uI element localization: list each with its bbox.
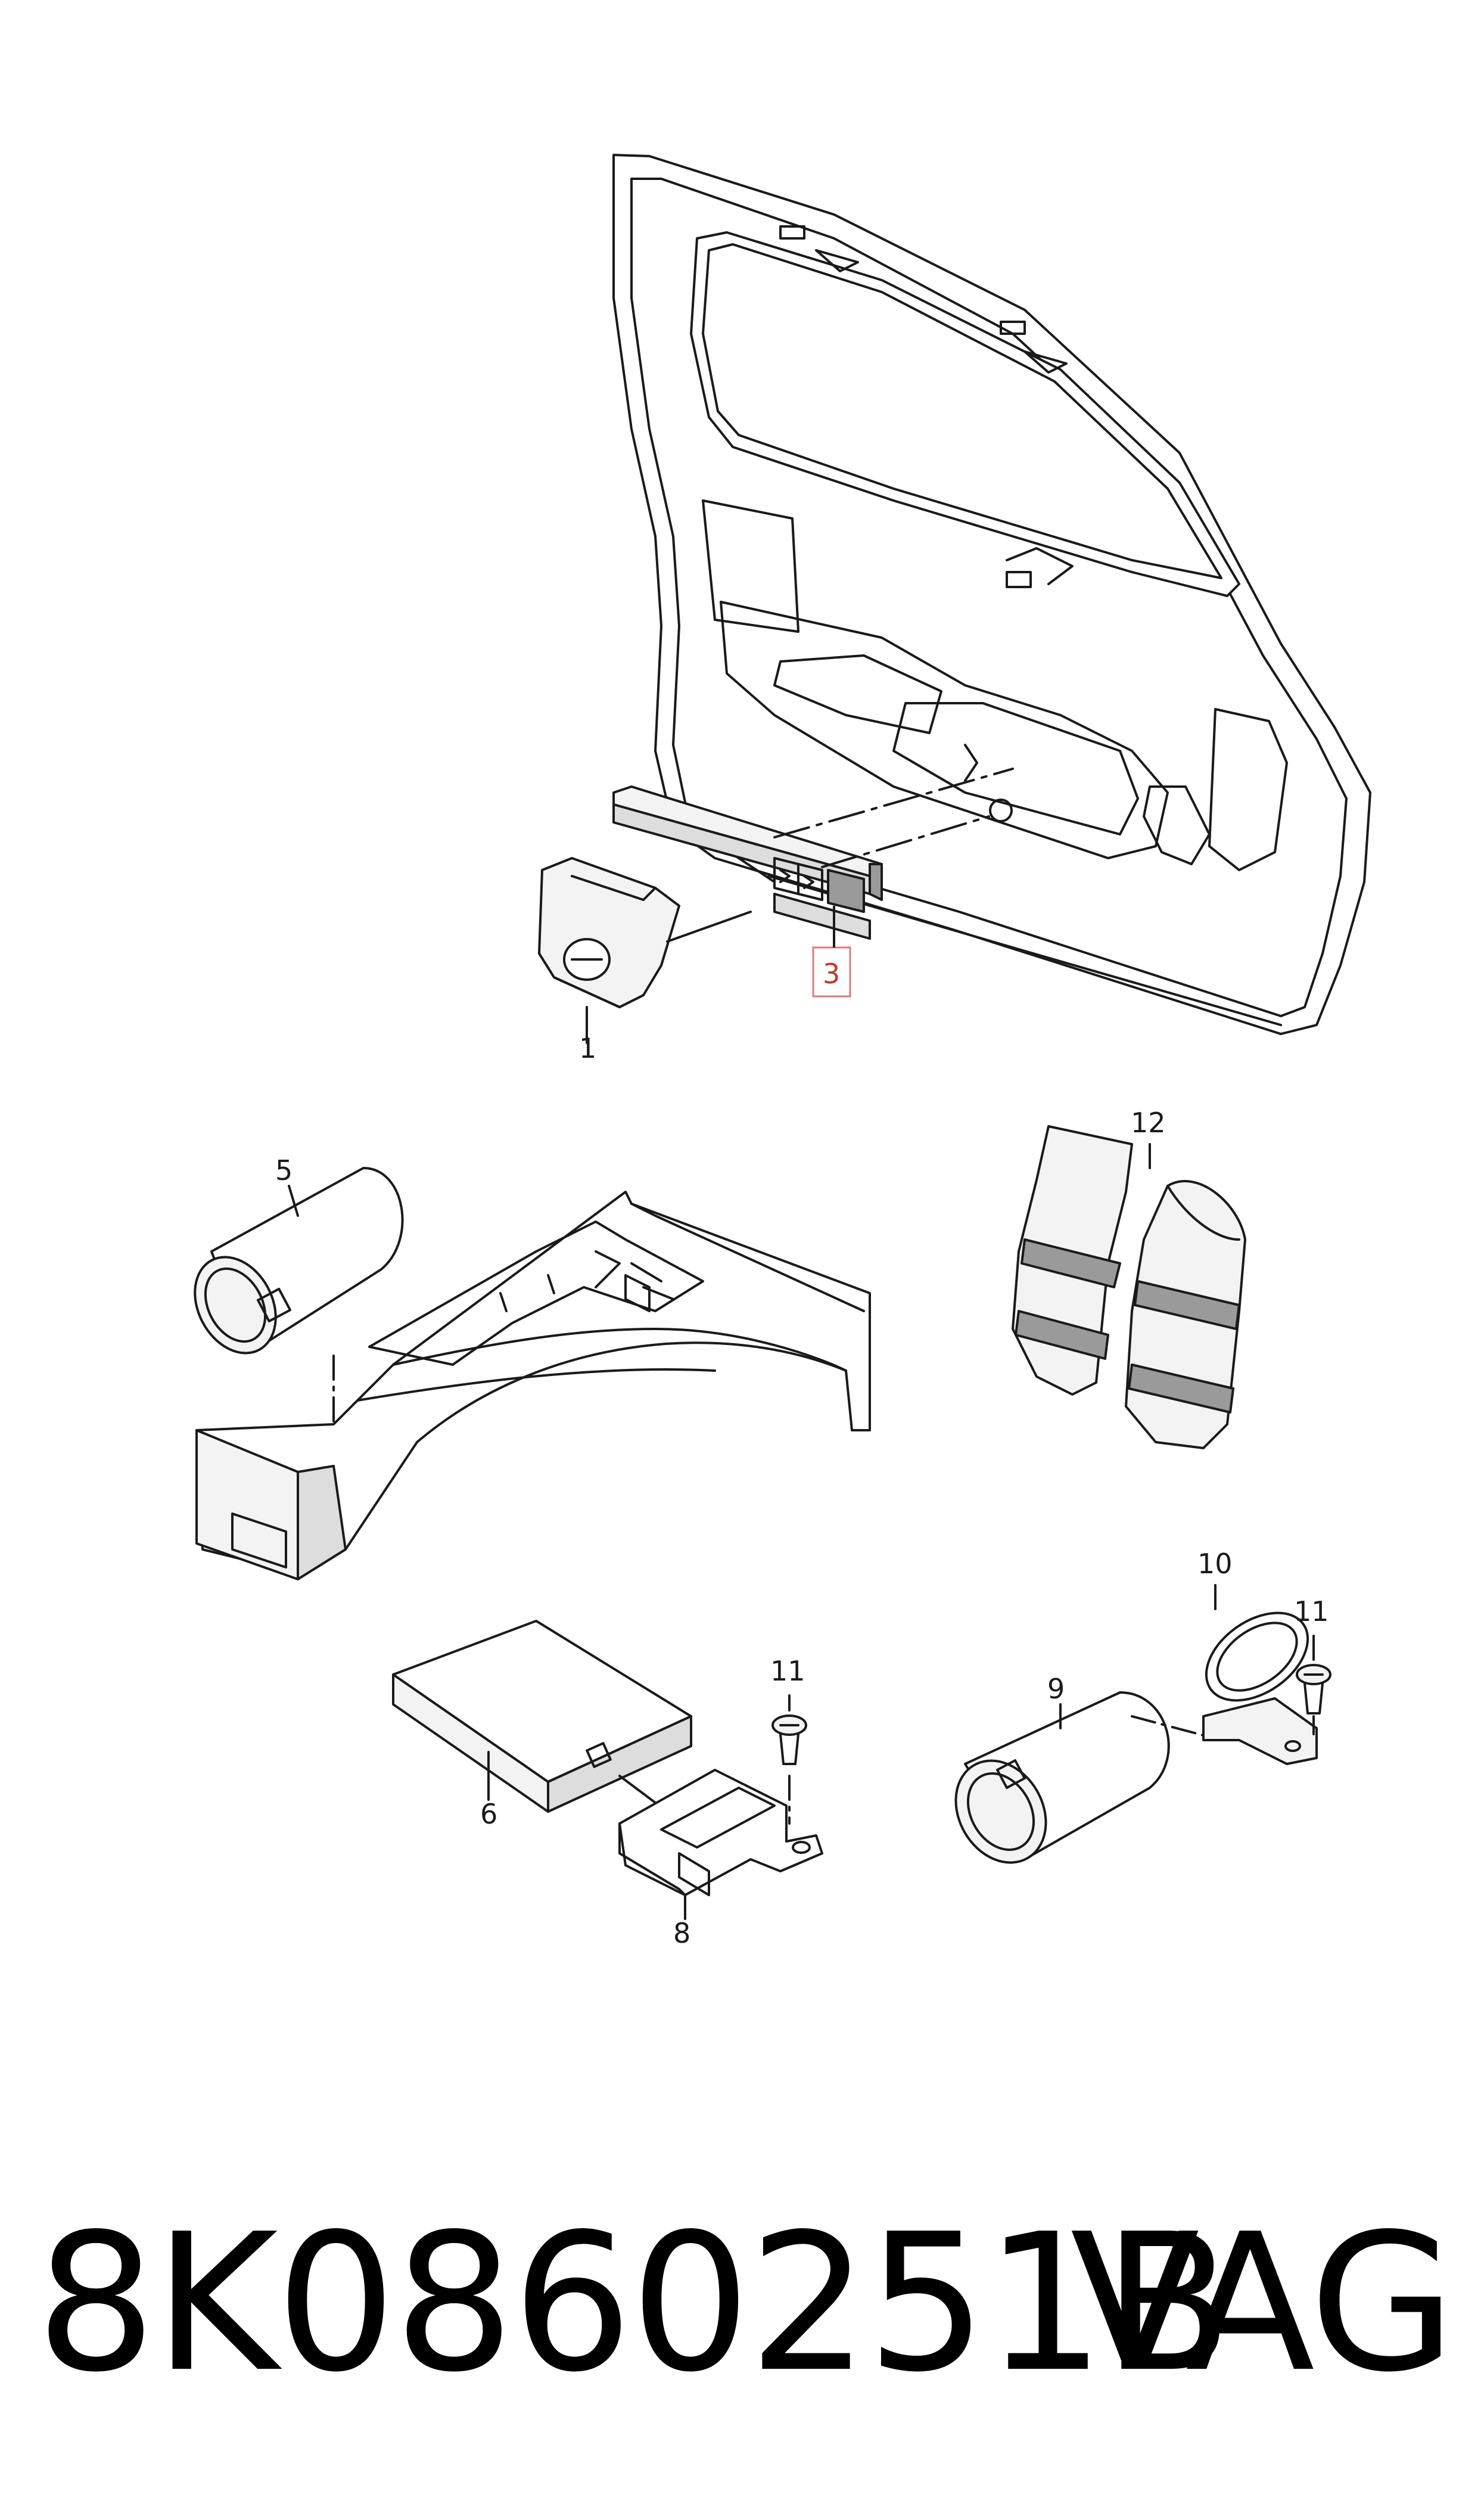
label-part-5[interactable]: 5 <box>275 1154 293 1186</box>
part-5-cylinder <box>194 1167 404 1355</box>
spare-well-insert <box>195 1191 871 1580</box>
label-part-12[interactable]: 12 <box>1131 1107 1166 1139</box>
screw-11b <box>1296 1664 1331 1714</box>
part-6-box <box>392 1620 692 1813</box>
label-part-9[interactable]: 9 <box>1047 1673 1065 1705</box>
tailgate <box>612 154 1371 1035</box>
part-12-item <box>1012 1125 1246 1449</box>
label-part-10[interactable]: 10 <box>1197 1548 1233 1580</box>
part-9-cylinder <box>954 1691 1170 1864</box>
label-part-11a[interactable]: 11 <box>770 1655 805 1687</box>
footer: 8K0860251B VAG <box>36 2193 1456 2443</box>
part-1-handle-cover <box>538 857 680 1008</box>
brand-name: VAG <box>1070 2193 1456 2414</box>
screw-11a <box>771 1714 807 1765</box>
part-8-bracket <box>618 1769 823 1896</box>
part-10-clamp <box>1202 1611 1318 1765</box>
label-part-11b[interactable]: 11 <box>1294 1595 1329 1627</box>
label-part-6[interactable]: 6 <box>480 1798 497 1830</box>
label-part-8[interactable]: 8 <box>673 1917 690 1949</box>
part-number: 8K0860251B <box>36 2193 1233 2414</box>
label-part-1[interactable]: 1 <box>579 1032 596 1064</box>
label-part-3[interactable]: 3 <box>823 958 840 990</box>
part-3-trim-strip <box>612 785 883 940</box>
part-3-highlight-box <box>812 946 851 998</box>
